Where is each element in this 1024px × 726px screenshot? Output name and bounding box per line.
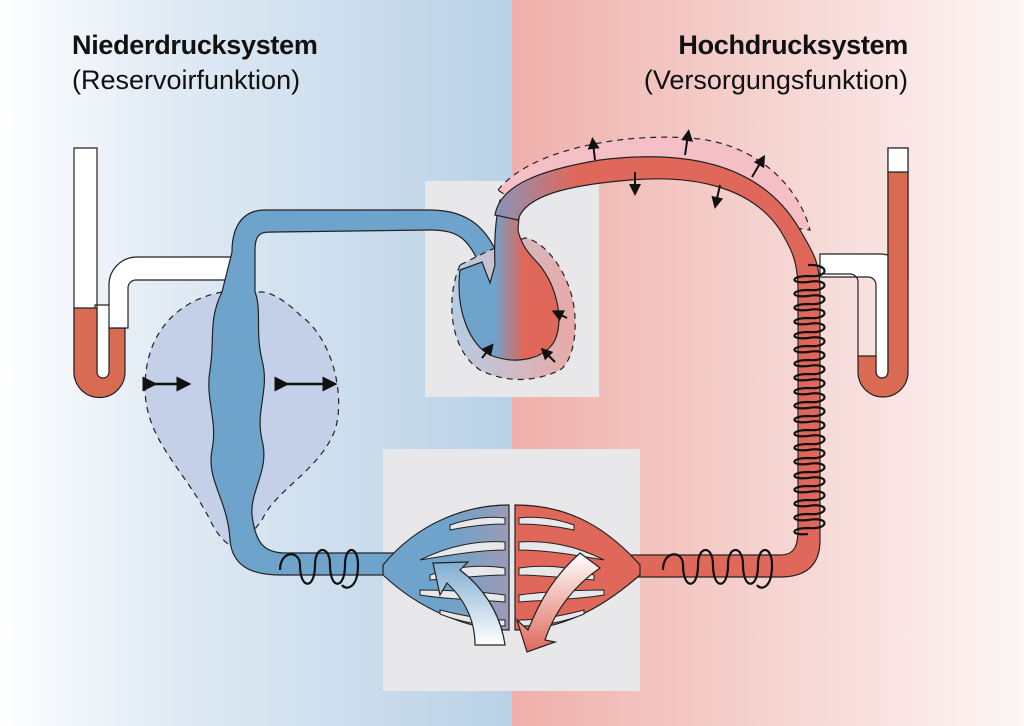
coil-segment (793, 263, 826, 536)
left-manometer (73, 147, 241, 399)
artery-body (494, 156, 821, 578)
venous-return-arrow (432, 561, 506, 646)
low-pressure-heading: Niederdrucksystem (Reservoirfunktion) (72, 30, 318, 96)
aorta-pressure-arrows (587, 129, 766, 209)
arterial-vertical-coil (793, 263, 826, 536)
venous-coil (278, 548, 360, 589)
low-pressure-subtitle: (Reservoirfunktion) (72, 65, 301, 95)
low-pressure-title: Niederdrucksystem (72, 30, 318, 60)
high-pressure-subtitle: (Versorgungsfunktion) (643, 65, 908, 95)
high-pressure-title: Hochdrucksystem (678, 30, 908, 60)
heart-chamber (458, 199, 560, 361)
heart-contraction-arrows (481, 310, 568, 363)
right-manometer (819, 147, 909, 398)
arterial-coil (661, 548, 774, 589)
high-pressure-heading: Hochdrucksystem (Versorgungsfunktion) (644, 30, 908, 96)
arterial-supply-arrow (515, 552, 602, 653)
